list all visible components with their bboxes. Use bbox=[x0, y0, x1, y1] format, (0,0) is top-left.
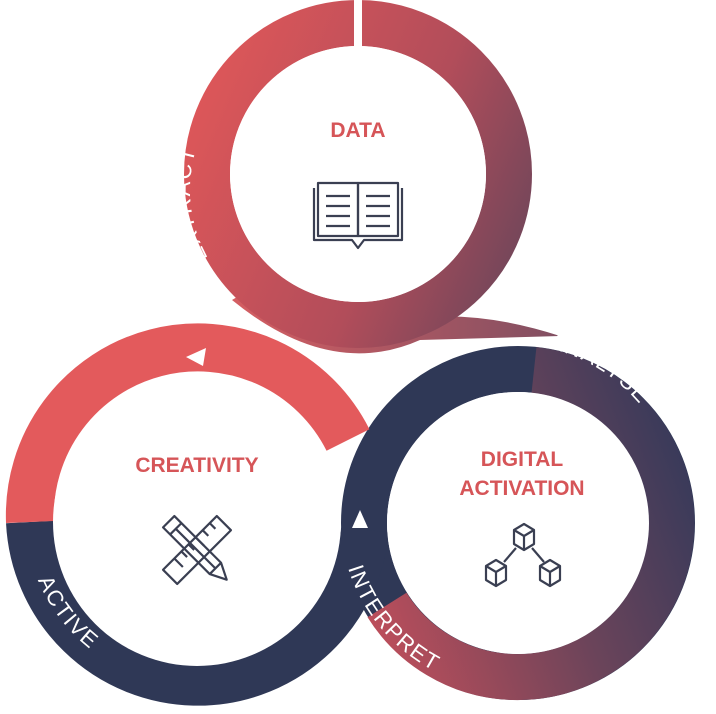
arrow-left-icon bbox=[186, 348, 206, 366]
data-title: DATA bbox=[330, 119, 385, 142]
creativity-title: CREATIVITY bbox=[135, 454, 258, 477]
digital-disc bbox=[387, 392, 649, 654]
connected-cubes-icon bbox=[484, 522, 562, 588]
digital-title-line1: DIGITAL bbox=[481, 448, 564, 471]
open-book-icon bbox=[312, 181, 404, 250]
ring-gap bbox=[354, 0, 362, 50]
creativity-ring-coral bbox=[5, 323, 370, 523]
creativity-ring-navy bbox=[6, 520, 389, 706]
analyse-ring-arc bbox=[367, 347, 695, 701]
arrow-up-icon bbox=[352, 510, 368, 528]
data-disc bbox=[230, 46, 486, 302]
digital-title-line2: ACTIVATION bbox=[459, 477, 584, 500]
creativity-disc bbox=[53, 378, 341, 666]
pencil-ruler-icon bbox=[161, 514, 233, 586]
